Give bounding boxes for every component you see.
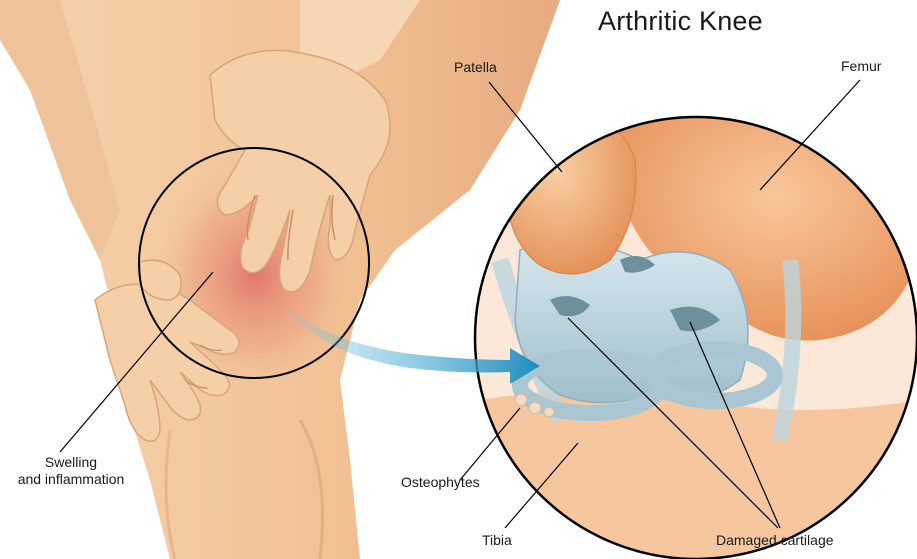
diagram-title: Arthritic Knee <box>598 6 763 37</box>
damaged-cartilage-label: Damaged cartilage <box>716 532 834 549</box>
osteophytes-label: Osteophytes <box>401 474 480 491</box>
swelling-label: Swelling and inflammation <box>11 454 131 488</box>
swelling-label-line1: Swelling <box>11 454 131 471</box>
swelling-label-line2: and inflammation <box>11 471 131 488</box>
patella-label: Patella <box>454 59 497 76</box>
femur-label: Femur <box>841 58 881 75</box>
tibia-label: Tibia <box>482 532 512 549</box>
